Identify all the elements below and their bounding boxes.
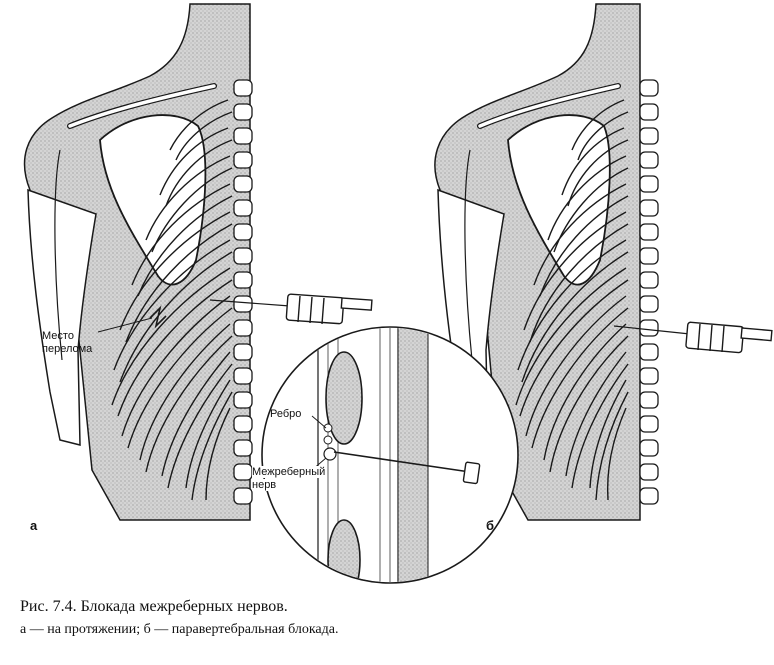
- label-nerve-line1: Межреберный: [252, 466, 326, 478]
- detail-inset: [261, 326, 519, 584]
- label-fracture-line1: Место: [42, 330, 74, 342]
- caption-legend: а — на протяжении; б — паравертебральная…: [20, 622, 339, 637]
- figure-caption: Рис. 7.4. Блокада межреберных нервов. а …: [20, 596, 338, 640]
- syringe-a: [209, 293, 373, 325]
- caption-title: Блокада межреберных нервов.: [80, 598, 288, 615]
- panel-a-drawing: [23, 3, 373, 521]
- syringe-b: [613, 321, 773, 354]
- caption-number: Рис. 7.4.: [20, 598, 77, 615]
- anatomy-illustration: [23, 3, 773, 584]
- label-fracture-line2: перелома: [42, 343, 93, 355]
- panel-label-b: б: [486, 518, 495, 533]
- label-rib: Ребро: [270, 408, 302, 420]
- panel-b-drawing: [434, 3, 773, 521]
- panel-label-a: а: [30, 518, 38, 533]
- label-nerve-line2: нерв: [252, 479, 277, 491]
- caption-title-line: Рис. 7.4. Блокада межреберных нервов.: [20, 596, 338, 618]
